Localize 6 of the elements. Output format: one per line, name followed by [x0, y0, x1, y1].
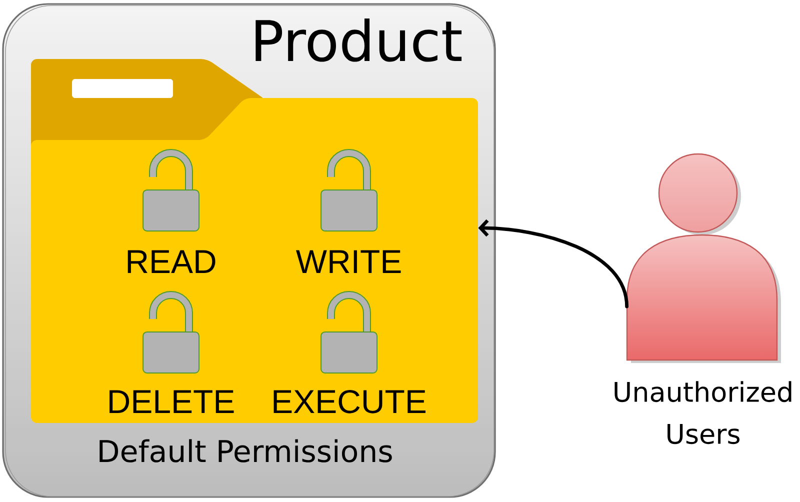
permission-label: READ: [128, 250, 216, 273]
curved-arrow: [478, 219, 628, 308]
permission-label: EXECUTE: [274, 390, 426, 414]
person-caption: Unauthorized Users: [614, 381, 792, 444]
permission-label: DELETE: [110, 390, 234, 413]
permission-label: WRITE: [296, 250, 401, 273]
